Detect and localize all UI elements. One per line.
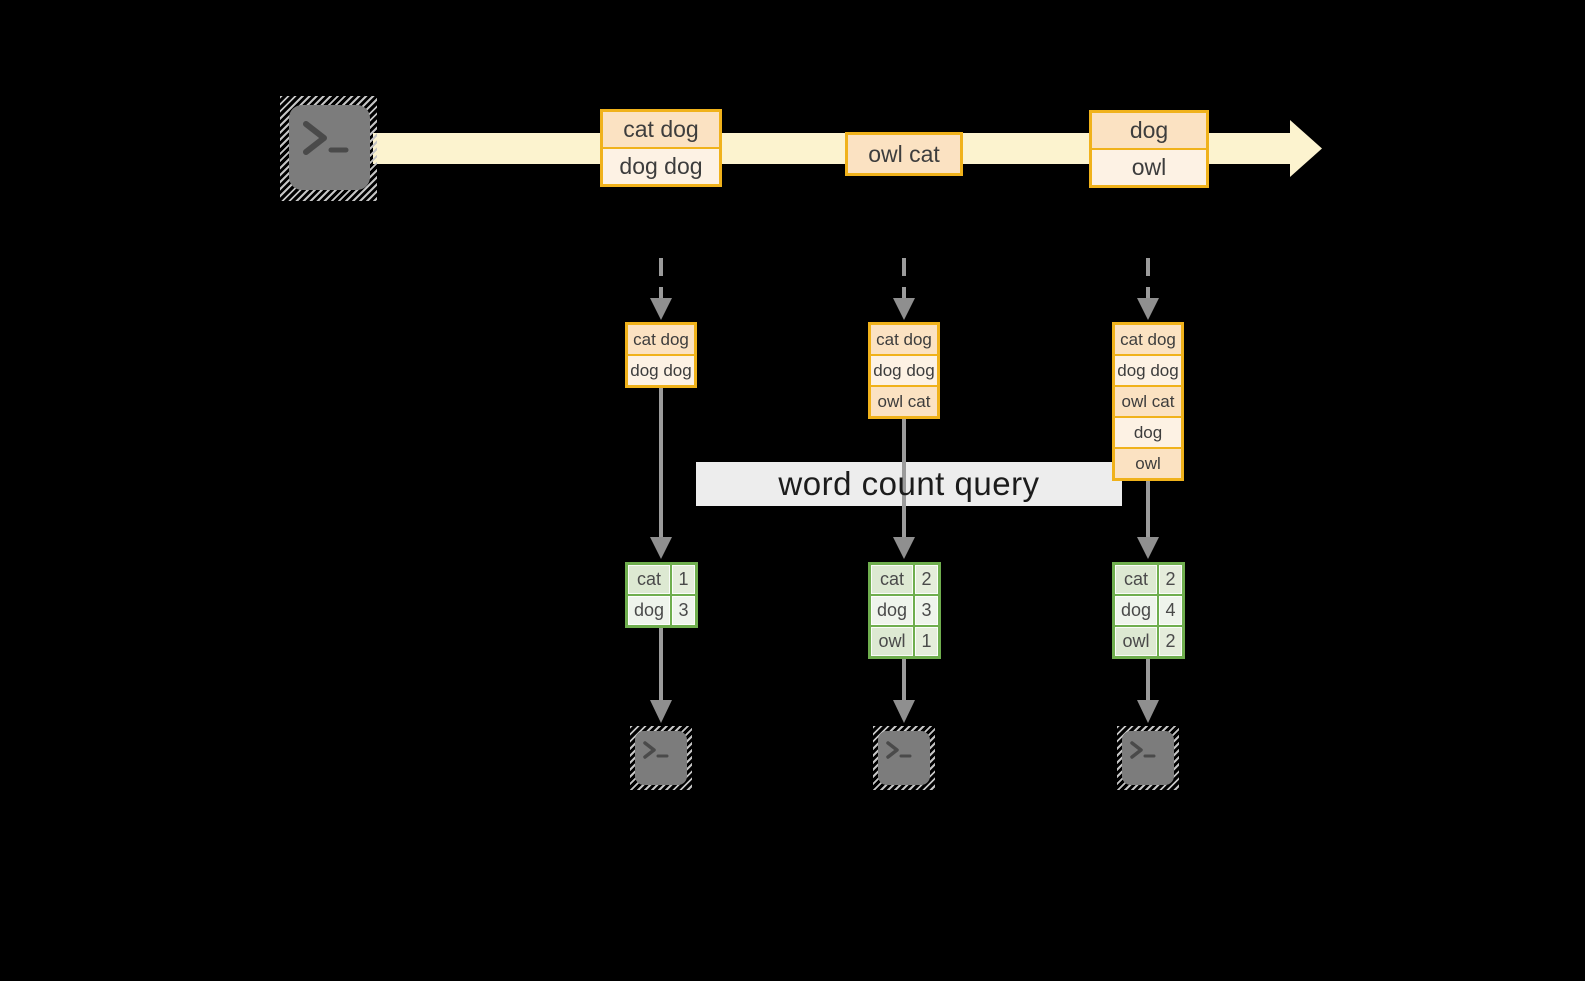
state-row: owl — [1115, 447, 1181, 478]
terminal-screen — [635, 731, 687, 785]
state-row: owl cat — [871, 385, 937, 416]
count-word-cell: dog — [1115, 596, 1159, 625]
count-value-cell: 4 — [1159, 596, 1182, 625]
state-row: dog — [1115, 416, 1181, 447]
state-row: cat dog — [628, 325, 694, 354]
count-word-cell: cat — [628, 565, 672, 594]
source-terminal-icon — [280, 96, 377, 201]
count-value-cell: 3 — [672, 596, 695, 625]
dashed-arrow-2 — [893, 258, 915, 320]
state-row: cat dog — [871, 325, 937, 354]
arrow-state-to-counts-3 — [1137, 479, 1159, 559]
stream-event-box-2: owl cat — [845, 132, 963, 176]
count-word-cell: dog — [871, 596, 915, 625]
state-row: dog dog — [1115, 354, 1181, 385]
arrow-counts-to-terminal-2 — [893, 659, 915, 723]
prompt-icon — [886, 741, 912, 759]
stream-event-row: owl — [1092, 148, 1206, 185]
terminal-screen — [1122, 731, 1174, 785]
state-row: dog dog — [628, 354, 694, 385]
sink-terminal-icon-3 — [1117, 726, 1179, 790]
prompt-icon — [1130, 741, 1156, 759]
stream-event-row: cat dog — [603, 112, 719, 147]
query-banner-background — [696, 462, 1122, 506]
count-value-cell: 2 — [915, 565, 938, 594]
stream-event-row: dog dog — [603, 147, 719, 184]
sink-terminal-icon-2 — [873, 726, 935, 790]
prompt-icon — [303, 121, 349, 155]
stream-event-row: dog — [1092, 113, 1206, 148]
state-row: dog dog — [871, 354, 937, 385]
count-word-cell: cat — [871, 565, 915, 594]
state-row: owl cat — [1115, 385, 1181, 416]
count-value-cell: 1 — [672, 565, 695, 594]
stream-event-row: owl cat — [848, 135, 960, 173]
sink-terminal-icon-1 — [630, 726, 692, 790]
dashed-arrow-1 — [650, 258, 672, 320]
prompt-icon — [643, 741, 669, 759]
count-value-cell: 1 — [915, 627, 938, 656]
dashed-arrow-3 — [1137, 258, 1159, 320]
terminal-screen — [289, 105, 370, 190]
count-word-cell: owl — [1115, 627, 1159, 656]
count-word-cell: owl — [871, 627, 915, 656]
state-row: cat dog — [1115, 325, 1181, 354]
arrow-state-to-counts-1 — [650, 386, 672, 559]
arrow-counts-to-terminal-1 — [650, 628, 672, 723]
terminal-screen — [878, 731, 930, 785]
count-value-cell: 2 — [1159, 627, 1182, 656]
count-word-cell: dog — [628, 596, 672, 625]
stream-arrowhead-icon — [1290, 120, 1322, 177]
count-value-cell: 2 — [1159, 565, 1182, 594]
count-value-cell: 3 — [915, 596, 938, 625]
arrow-counts-to-terminal-3 — [1137, 659, 1159, 723]
count-word-cell: cat — [1115, 565, 1159, 594]
query-banner-label: word count query — [778, 465, 1040, 502]
arrow-state-to-counts-2 — [893, 417, 915, 559]
